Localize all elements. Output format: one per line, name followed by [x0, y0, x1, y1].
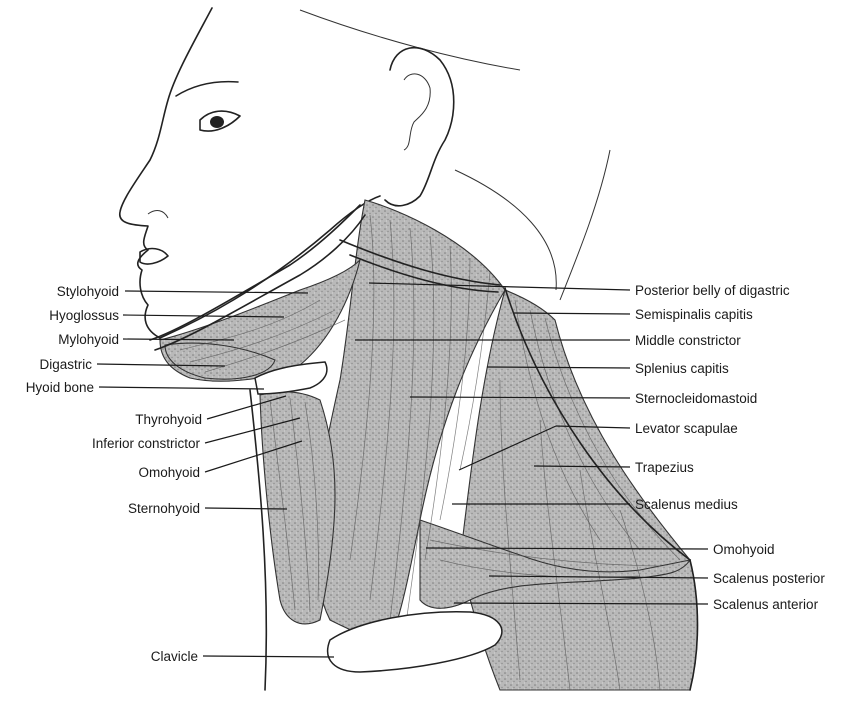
label-sternohyoid: Sternohyoid: [128, 501, 200, 516]
label-trapezius: Trapezius: [635, 460, 694, 475]
label-omohyoid-left: Omohyoid: [138, 465, 200, 480]
label-scalenus-anterior: Scalenus anterior: [713, 597, 819, 612]
label-scalenus-posterior: Scalenus posterior: [713, 571, 825, 586]
label-semispinalis-capitis: Semispinalis capitis: [635, 307, 753, 322]
eyebrow: [176, 82, 238, 96]
label-splenius-capitis: Splenius capitis: [635, 361, 729, 376]
label-digastric: Digastric: [39, 357, 92, 372]
label-levator-scapulae: Levator scapulae: [635, 421, 738, 436]
label-sternocleidomastoid: Sternocleidomastoid: [635, 391, 757, 406]
label-stylohyoid: Stylohyoid: [57, 284, 119, 299]
label-clavicle: Clavicle: [151, 649, 198, 664]
label-scalenus-medius: Scalenus medius: [635, 497, 738, 512]
label-thyrohyoid: Thyrohyoid: [135, 412, 202, 427]
label-middle-constrictor: Middle constrictor: [635, 333, 741, 348]
label-hyoid-bone: Hyoid bone: [26, 380, 94, 395]
label-mylohyoid: Mylohyoid: [58, 332, 119, 347]
eye-pupil: [210, 116, 224, 128]
label-inferior-constrictor: Inferior constrictor: [92, 436, 201, 451]
label-hyoglossus: Hyoglossus: [49, 308, 119, 323]
strap-muscles-shape: [260, 392, 335, 624]
label-omohyoid-right: Omohyoid: [713, 542, 775, 557]
label-posterior-belly-of-digastric: Posterior belly of digastric: [635, 283, 790, 298]
